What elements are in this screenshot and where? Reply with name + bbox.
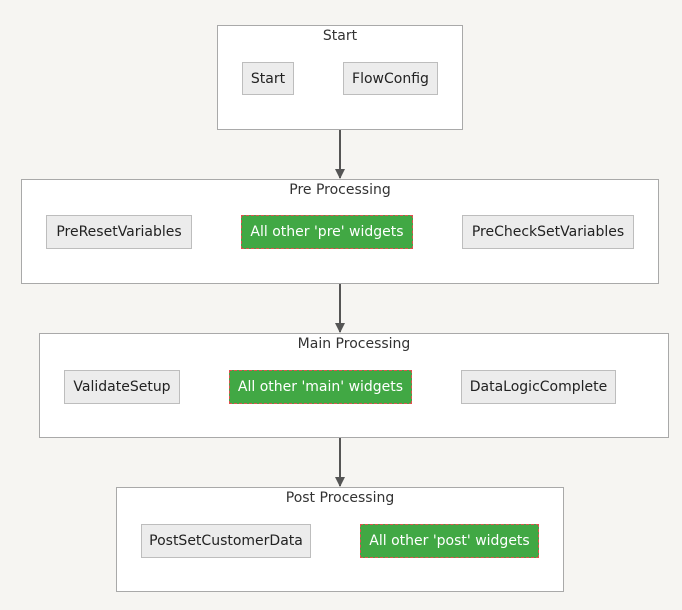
node-data-logic-complete[interactable]: DataLogicComplete [461,370,616,404]
group-title: Post Processing [285,490,395,506]
node-pre-reset-variables[interactable]: PreResetVariables [46,215,192,249]
node-post-other-widgets[interactable]: All other 'post' widgets [360,524,539,558]
node-flowconfig[interactable]: FlowConfig [343,62,438,95]
group-title: Main Processing [297,336,411,352]
node-start[interactable]: Start [242,62,294,95]
group-title: Start [322,28,358,44]
node-pre-other-widgets[interactable]: All other 'pre' widgets [241,215,413,249]
node-post-set-customer-data[interactable]: PostSetCustomerData [141,524,311,558]
node-validate-setup[interactable]: ValidateSetup [64,370,180,404]
group-title: Pre Processing [289,182,391,198]
node-pre-check-set-variables[interactable]: PreCheckSetVariables [462,215,634,249]
node-main-other-widgets[interactable]: All other 'main' widgets [229,370,412,404]
